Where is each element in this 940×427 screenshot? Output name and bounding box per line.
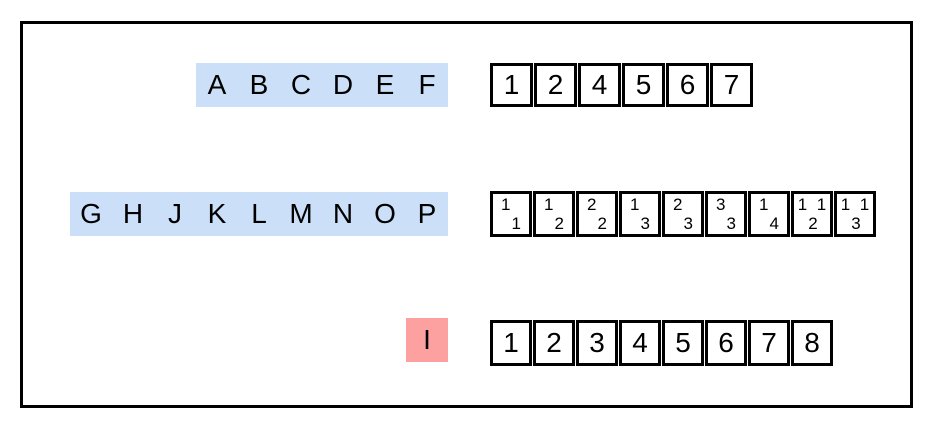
box-value: 2 — [546, 327, 562, 358]
box-value: 1 — [503, 69, 520, 100]
letter-cell-d: D — [332, 69, 354, 100]
box-value-sup: 1 — [859, 194, 870, 214]
letter-cell-n: N — [332, 198, 354, 229]
box-value-sup: 2 — [587, 194, 597, 214]
letter-cell-j: J — [168, 198, 182, 229]
box-value-sub: 4 — [769, 213, 779, 233]
box-value-sub: 1 — [511, 213, 521, 233]
box-value: 5 — [675, 327, 691, 358]
box-value-sub: 3 — [683, 213, 693, 233]
box-value-sub: 2 — [554, 213, 564, 233]
value-box: 6 — [705, 320, 747, 366]
value-box: 6 — [666, 63, 709, 107]
outer-frame — [20, 21, 913, 408]
value-box: 5 — [662, 320, 704, 366]
letter-cell-l: L — [251, 198, 267, 229]
letter-strip-row-3: I — [406, 318, 448, 362]
letter-cell-i: I — [423, 324, 431, 355]
value-box: 4 — [619, 320, 661, 366]
box-value-sub: 2 — [808, 213, 818, 233]
letter-cell-k: K — [207, 198, 227, 229]
letter-cell-g: G — [80, 198, 102, 229]
value-box: 5 — [622, 63, 665, 107]
box-value: 1 — [503, 327, 519, 358]
box-value-sub: 3 — [640, 213, 650, 233]
box-value-sup: 1 — [501, 194, 511, 214]
box-value-sup: 1 — [840, 194, 851, 214]
box-value-sub: 3 — [726, 213, 736, 233]
box-value: 4 — [632, 327, 648, 358]
box-value-sup: 3 — [716, 194, 726, 214]
box-value: 2 — [547, 69, 564, 100]
box-value-sup: 1 — [797, 194, 808, 214]
value-box: 7 — [710, 63, 753, 107]
box-value: 3 — [589, 327, 605, 358]
letter-cell-p: P — [417, 198, 437, 229]
box-value: 6 — [718, 327, 734, 358]
value-box: 1 — [490, 320, 532, 366]
box-value: 7 — [723, 69, 740, 100]
box-value: 7 — [761, 327, 777, 358]
box-value-sup: 1 — [630, 194, 640, 214]
letter-cell-f: F — [418, 69, 436, 100]
box-value-sup: 1 — [544, 194, 554, 214]
box-value: 4 — [591, 69, 608, 100]
letter-cell-a: A — [207, 69, 227, 100]
box-value: 8 — [804, 327, 820, 358]
value-box: 3 — [576, 320, 618, 366]
letter-cell-h: H — [122, 198, 144, 229]
box-value-sub: 2 — [597, 213, 607, 233]
box-value-sup: 1 — [759, 194, 769, 214]
box-value-sup: 1 — [816, 194, 827, 214]
letter-cell-e: E — [375, 69, 395, 100]
value-box: 8 — [791, 320, 833, 366]
value-box: 2 — [534, 63, 577, 107]
box-value-sup: 2 — [673, 194, 683, 214]
value-box: 4 — [578, 63, 621, 107]
letter-cell-o: O — [374, 198, 396, 229]
box-value-sub: 3 — [851, 213, 861, 233]
box-value: 5 — [635, 69, 652, 100]
letter-cell-c: C — [290, 69, 312, 100]
value-box: 7 — [748, 320, 790, 366]
value-box: 2 — [533, 320, 575, 366]
box-value: 6 — [679, 69, 696, 100]
letter-cell-m: M — [289, 198, 313, 229]
letter-cell-b: B — [249, 69, 269, 100]
value-box: 1 — [490, 63, 533, 107]
